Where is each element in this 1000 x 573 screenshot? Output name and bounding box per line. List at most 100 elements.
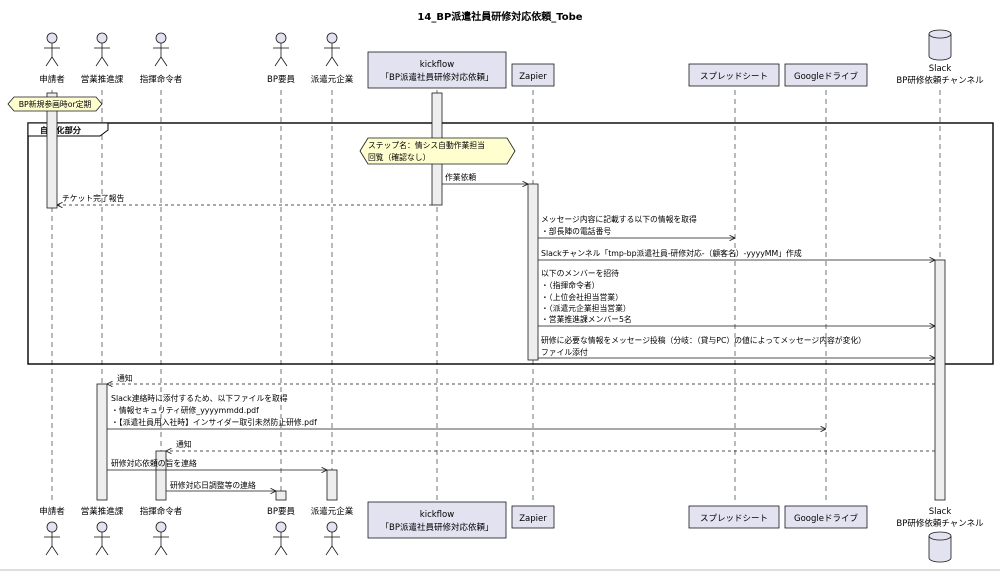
participant-label-spreadsheet-bottom: スプレッドシート bbox=[700, 514, 768, 524]
message-label-invite-2: ・（指揮命令者） bbox=[541, 280, 599, 290]
group-frame-border bbox=[27, 122, 994, 365]
participant-kickflow-bottom: kickflow 「BP派遣社員研修対応依頼」 bbox=[367, 501, 507, 539]
participant-label-spreadsheet: スプレッドシート bbox=[700, 72, 768, 82]
actor-stick-figure-icon bbox=[44, 521, 60, 556]
actor-dispatch-company-top: 派遣元企業 bbox=[311, 32, 354, 85]
message-label-fetch-files-2: ・情報セキュリティ研修_yyyymmdd.pdf bbox=[111, 405, 259, 415]
participant-google-drive-top: Googleドライブ bbox=[784, 63, 868, 87]
participant-kickflow-top: kickflow 「BP派遣社員研修対応依頼」 bbox=[367, 51, 507, 89]
message-labels: 作業依頼 チケット完了報告 メッセージ内容に記載する以下の情報を取得 ・部長陣の… bbox=[62, 172, 866, 490]
actor-stick-figure-icon bbox=[153, 521, 169, 556]
activation-sales-promotion bbox=[96, 383, 108, 501]
actor-stick-figure-icon bbox=[324, 32, 340, 67]
participant-label-slack-2: BP研修依頼チャンネル bbox=[896, 75, 984, 86]
message-label-invite-4: ・（派遣元企業担当営業） bbox=[541, 303, 631, 313]
message-label-fetch-info-2: ・部長陣の電話番号 bbox=[541, 226, 611, 236]
participant-box bbox=[784, 63, 868, 87]
database-icon bbox=[928, 531, 952, 563]
participant-label-zapier-bottom: Zapier bbox=[519, 514, 547, 524]
step-note-shape bbox=[359, 137, 516, 165]
actor-label-applicant-bottom: 申請者 bbox=[39, 506, 65, 517]
activation-zapier bbox=[527, 183, 539, 361]
actor-stick-figure-icon bbox=[153, 32, 169, 67]
step-note-line-2: 回覧（確認なし） bbox=[368, 152, 430, 162]
message-label-training-request: 研修対応依頼の旨を連絡 bbox=[111, 458, 197, 468]
participant-box bbox=[511, 505, 555, 529]
message-label-create-channel: Slackチャンネル「tmp-bp派遣社員-研修対応-（顧客名）-yyyyMM」… bbox=[541, 248, 802, 258]
message-label-ticket-complete: チケット完了報告 bbox=[62, 193, 125, 203]
trigger-hex-shape bbox=[7, 96, 103, 112]
participant-label-google-drive-bottom: Googleドライブ bbox=[794, 513, 858, 524]
message-label-work-request: 作業依頼 bbox=[445, 172, 476, 182]
message-label-invite-3: ・（上位会社担当営業） bbox=[541, 292, 623, 302]
participant-box bbox=[688, 505, 780, 529]
actor-label-sales-promotion-bottom: 営業推進課 bbox=[81, 506, 124, 517]
participant-label-kickflow-1-bottom: kickflow bbox=[420, 510, 454, 520]
participant-box bbox=[688, 63, 780, 87]
actor-stick-figure-icon bbox=[273, 32, 289, 67]
participant-spreadsheet-top: スプレッドシート bbox=[688, 63, 780, 87]
participant-label-zapier: Zapier bbox=[519, 72, 547, 82]
participant-box bbox=[511, 63, 555, 87]
participant-zapier-bottom: Zapier bbox=[511, 505, 555, 529]
diagram-title: 14_BP派遣社員研修対応依頼_Tobe bbox=[417, 10, 582, 23]
actor-stick-figure-icon bbox=[94, 32, 110, 67]
actor-label-bp-staff: BP要員 bbox=[267, 75, 295, 85]
activation-bp-staff bbox=[275, 490, 287, 501]
participant-label-kickflow-2: 「BP派遣社員研修対応依頼」 bbox=[381, 72, 494, 83]
message-label-invite-1: 以下のメンバーを招待 bbox=[541, 268, 619, 278]
actor-sales-promotion-top: 営業推進課 bbox=[81, 32, 124, 85]
participant-label-kickflow-1: kickflow bbox=[420, 60, 454, 70]
actor-label-commander: 指揮命令者 bbox=[140, 74, 183, 85]
messages bbox=[57, 184, 935, 491]
actor-label-dispatch-company: 派遣元企業 bbox=[311, 74, 354, 85]
message-label-post-1: 研修に必要な情報をメッセージ投稿（分岐：（貸与PC）の値によってメッセージ内容が… bbox=[541, 335, 866, 345]
message-label-fetch-files-1: Slack連絡時に添付するため、以下ファイルを取得 bbox=[111, 393, 288, 403]
message-label-invite-5: ・営業推進課メンバー5名 bbox=[541, 314, 632, 324]
actor-stick-figure-icon bbox=[44, 32, 60, 67]
participant-slack-top: Slack BP研修依頼チャンネル bbox=[896, 29, 984, 86]
participant-box bbox=[784, 505, 868, 529]
participant-spreadsheet-bottom: スプレッドシート bbox=[688, 505, 780, 529]
actor-label-bp-staff-bottom: BP要員 bbox=[267, 507, 295, 517]
group-frame: 自動化部分 bbox=[27, 122, 994, 365]
trigger-hex-note: BP新規参画時or定期 bbox=[7, 96, 103, 112]
participant-slack-bottom: Slack BP研修依頼チャンネル bbox=[896, 507, 984, 563]
participant-box bbox=[367, 51, 507, 89]
participant-box bbox=[367, 501, 507, 539]
participant-label-slack-2-bottom: BP研修依頼チャンネル bbox=[896, 518, 984, 529]
actor-stick-figure-icon bbox=[273, 521, 289, 556]
actor-stick-figure-icon bbox=[94, 521, 110, 556]
message-label-fetch-files-3: ・【派遣社員用入社時】インサイダー取引未然防止研修.pdf bbox=[111, 417, 317, 427]
participant-label-slack-1-bottom: Slack bbox=[929, 507, 952, 517]
group-frame-label: 自動化部分 bbox=[40, 125, 82, 135]
participants-top: 申請者 営業推進課 指揮命令者 bbox=[39, 29, 984, 89]
step-note: ステップ名：情シス自動作業担当 回覧（確認なし） bbox=[359, 137, 516, 165]
activation-commander bbox=[155, 450, 167, 501]
message-label-notify-commander: 通知 bbox=[176, 439, 192, 449]
message-label-notify-sales: 通知 bbox=[117, 373, 133, 383]
message-label-fetch-info-1: メッセージ内容に記載する以下の情報を取得 bbox=[541, 214, 697, 224]
actor-applicant-top: 申請者 bbox=[39, 32, 65, 85]
participant-label-slack-1: Slack bbox=[929, 64, 952, 74]
activation-applicant bbox=[46, 92, 58, 209]
message-label-post-2: ファイル添付 bbox=[541, 347, 588, 357]
activation-dispatch-company bbox=[326, 469, 338, 501]
actor-label-sales-promotion: 営業推進課 bbox=[81, 74, 124, 85]
actor-bp-staff-top: BP要員 bbox=[267, 32, 295, 85]
actor-label-dispatch-company-bottom: 派遣元企業 bbox=[311, 506, 354, 517]
step-note-line-1: ステップ名：情シス自動作業担当 bbox=[368, 140, 485, 150]
message-label-schedule-contact: 研修対応日調整等の連絡 bbox=[170, 480, 256, 490]
participant-zapier-top: Zapier bbox=[511, 63, 555, 87]
activation-slack bbox=[934, 259, 946, 501]
actor-label-commander-bottom: 指揮命令者 bbox=[140, 506, 183, 517]
participant-label-kickflow-2-bottom: 「BP派遣社員研修対応依頼」 bbox=[381, 522, 494, 533]
actor-label-applicant: 申請者 bbox=[39, 74, 65, 85]
actor-commander-top: 指揮命令者 bbox=[140, 32, 183, 85]
trigger-hex-text: BP新規参画時or定期 bbox=[19, 99, 92, 109]
database-icon bbox=[928, 29, 952, 61]
participants-bottom: 申請者 営業推進課 指揮命令者 BP要員 bbox=[39, 501, 984, 563]
actor-stick-figure-icon bbox=[324, 521, 340, 556]
participant-google-drive-bottom: Googleドライブ bbox=[784, 505, 868, 529]
